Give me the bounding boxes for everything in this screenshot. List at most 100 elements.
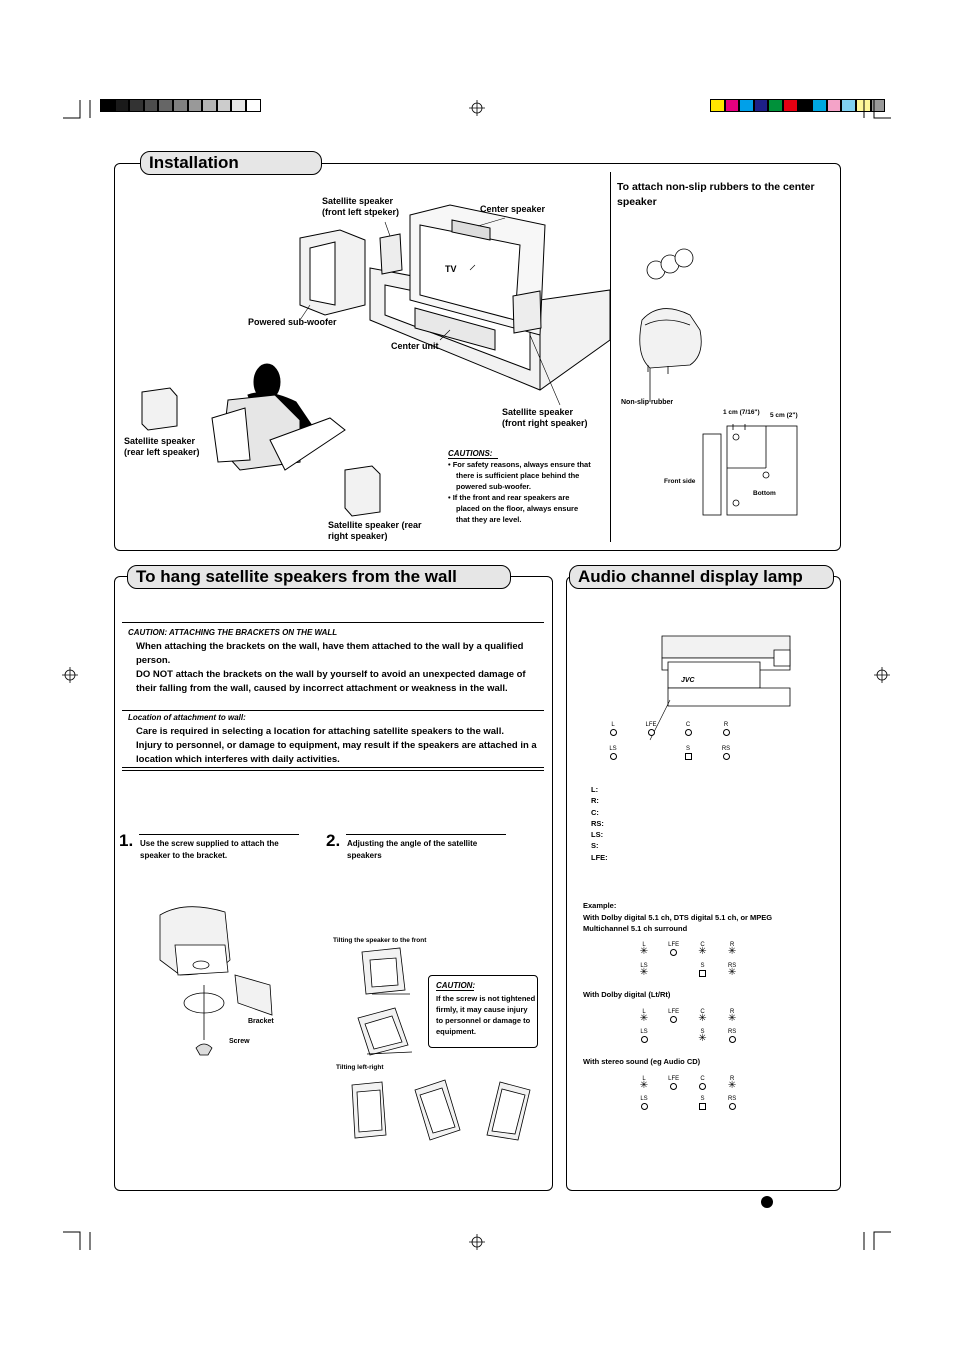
lamp-s: S (673, 746, 703, 760)
gray-color-bar (100, 99, 261, 112)
step1-number: 1. (119, 831, 134, 850)
lamp-label: L (611, 722, 615, 728)
legend-item: S: (591, 841, 599, 851)
legend-item: RS: (591, 818, 604, 828)
lamp-lit-icon: ✳ (639, 946, 649, 957)
caution-brackets-heading: CAUTION: ATTACHING THE BRACKETS ON THE W… (128, 628, 338, 637)
label-tv: TV (445, 264, 457, 274)
lamp-label: RS (721, 746, 731, 752)
brand-logo: JVC (681, 677, 695, 684)
installation-cautions: CAUTIONS: • For safety reasons, always e… (448, 449, 593, 525)
label-tilt-front: Tilting the speaker to the front (333, 937, 427, 944)
legend-item: LFE: (591, 852, 608, 862)
color-swatch (187, 99, 203, 112)
lamp-r: R✳ (717, 942, 747, 957)
label-screw: Screw (229, 1038, 250, 1045)
color-swatch (202, 99, 217, 112)
caution-screw-box: CAUTION: If the screw is not tightened f… (428, 975, 538, 1048)
lamp-label: R (723, 722, 729, 728)
lamp-label: C (700, 1009, 705, 1015)
label-front-side: Front side (664, 478, 696, 485)
location-heading: Location of attachment to wall: (128, 713, 246, 722)
lamp-label: S (700, 963, 705, 969)
label-non-slip: Non-slip rubber (621, 399, 674, 406)
lamp-lfe: LFE (659, 1076, 689, 1090)
color-swatch (812, 99, 827, 112)
lamp-s: S (688, 1096, 718, 1110)
lamp-lit-icon: ✳ (639, 1013, 649, 1024)
lamp-dot-icon (728, 1103, 736, 1110)
lamp-label: L (642, 942, 646, 948)
lamp-dot-icon (722, 753, 730, 760)
lamp-label: LFE (668, 1009, 680, 1015)
label-dim-1cm: 1 cm (7/16") (723, 409, 760, 416)
lamp-label: C (700, 942, 705, 948)
caution-screw-heading: CAUTION: (436, 981, 476, 991)
lamp-dot-icon (699, 970, 706, 977)
color-swatch (114, 99, 130, 112)
lamp-label: LFE (645, 722, 657, 728)
wall-section (114, 576, 553, 1191)
color-swatch (826, 99, 842, 112)
lamp-lit-icon: ✳ (698, 946, 707, 957)
example-heading: Example: (583, 901, 617, 910)
lamp-lit-icon: ✳ (698, 1033, 707, 1044)
lamp-label: RS (727, 963, 737, 969)
color-swatch (143, 99, 159, 112)
lamp-l: L✳ (629, 1076, 659, 1091)
label-bracket: Bracket (248, 1018, 274, 1025)
label-dim-5cm: 5 cm (2") (770, 412, 798, 419)
color-swatch (841, 99, 856, 112)
lamp-dot-icon (684, 753, 692, 760)
lamp-dot-icon (647, 729, 655, 736)
location-p1: Care is required in selecting a location… (136, 726, 504, 737)
color-swatch (100, 99, 115, 112)
wall-title: To hang satellite speakers from the wall (127, 565, 511, 589)
color-swatch (216, 99, 232, 112)
caution-brackets-p1: When attaching the brackets on the wall,… (136, 641, 524, 666)
lamp-r: R✳ (717, 1009, 747, 1024)
lamp-lfe: LFE (659, 1009, 689, 1023)
lamp-dot-icon (609, 753, 617, 760)
lamp-c: C✳ (688, 942, 718, 957)
color-swatch (129, 99, 144, 112)
legend-item: LS: (591, 830, 604, 840)
lamp-dot-icon (684, 729, 692, 736)
color-swatch (855, 99, 871, 112)
lamp-label: LS (640, 963, 648, 969)
lamp-r: R✳ (717, 1076, 747, 1091)
caution-brackets-p2: DO NOT attach the brackets on the wall b… (136, 669, 526, 694)
label-satellite-rear-right: Satellite speaker (rear right speaker) (328, 520, 422, 541)
lamp-l: L (598, 722, 628, 736)
color-swatch (739, 99, 754, 112)
lamp-label: L (642, 1009, 646, 1015)
cautions-heading: CAUTIONS: (448, 449, 498, 459)
lamp-label: S (685, 746, 690, 752)
lamp-label: C (685, 722, 691, 728)
lamp-dot-icon (640, 1103, 648, 1110)
label-satellite-front-left: Satellite speaker (front left stpeker) (322, 196, 400, 217)
label-center-unit: Center unit (391, 341, 439, 351)
lamp-s: S✳ (688, 1029, 718, 1044)
color-bar (710, 99, 886, 112)
label-center-speaker: Center speaker (480, 204, 546, 214)
lamp-rs: RS✳ (717, 963, 747, 978)
lamp-lit-icon: ✳ (639, 1080, 649, 1091)
color-swatch (172, 99, 188, 112)
lamp-ls: LS (598, 746, 628, 760)
color-swatch (158, 99, 173, 112)
step2-number: 2. (326, 831, 341, 850)
lamp-dot-icon (699, 1083, 706, 1090)
lamp-rs: RS (717, 1096, 747, 1110)
lamp-lit-icon: ✳ (727, 1013, 737, 1024)
lamp-rs: RS (711, 746, 741, 760)
lamp-c: C✳ (688, 1009, 718, 1024)
legend-item: R: (591, 796, 599, 806)
step1-text: Use the screw supplied to attach the spe… (140, 839, 279, 860)
lamp-dot-icon (699, 1103, 706, 1110)
color-swatch (724, 99, 740, 112)
